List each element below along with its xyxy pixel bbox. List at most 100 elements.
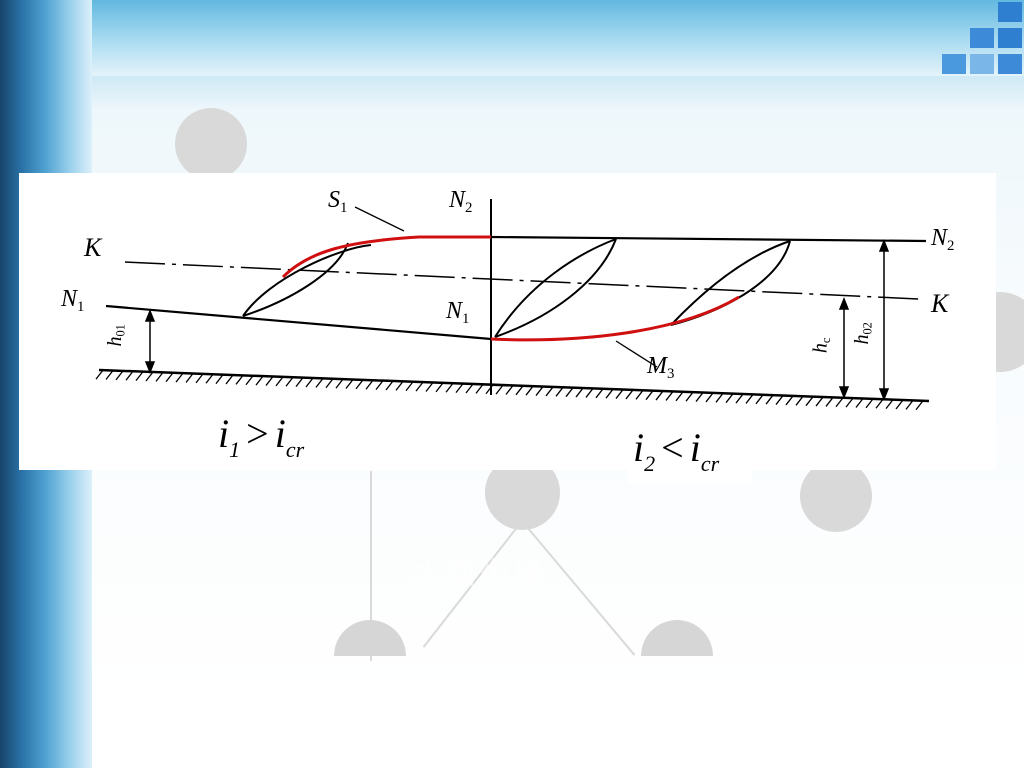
bed-hatch-mark	[915, 400, 924, 411]
bed-hatch-mark	[585, 388, 594, 398]
bed-hatch-mark	[725, 393, 734, 404]
bed-hatch-mark	[295, 377, 304, 388]
label-hc: hc	[809, 337, 834, 354]
condition-reach-2-background	[628, 470, 752, 484]
m3-leader	[615, 340, 658, 368]
bed-hatch-mark	[135, 371, 144, 382]
condition-reach-2: i2<icr	[633, 425, 720, 476]
bed-hatch-mark	[435, 382, 444, 393]
bed-hatch-mark	[365, 379, 374, 390]
label-k-right: K	[931, 289, 949, 318]
m3-curve-red	[490, 295, 740, 342]
bed-hatch-mark	[765, 394, 774, 405]
bed-hatch-mark	[565, 387, 574, 398]
label-n1-left: N1	[61, 286, 85, 316]
bed-hatch-mark	[385, 380, 394, 391]
bed-hatch-mark	[155, 371, 164, 382]
bed-hatch-mark	[305, 377, 314, 388]
slide-top-band	[92, 0, 1024, 76]
label-n1-mid: N1	[446, 298, 470, 328]
condition-reach-1: i1>icr	[218, 411, 305, 462]
bed-hatch-mark	[605, 388, 614, 399]
bed-hatch-mark	[145, 371, 154, 382]
bed-hatch-mark	[345, 379, 354, 389]
bed-hatch-mark	[665, 391, 674, 401]
bed-hatch-mark	[415, 381, 424, 392]
bed-hatch-mark	[455, 383, 464, 393]
label-h01: h01	[103, 324, 128, 347]
bed-hatch-mark	[745, 394, 754, 404]
bed-hatch-mark	[215, 374, 224, 385]
bed-hatch-mark	[835, 397, 844, 408]
bed-hatch-mark	[165, 372, 174, 383]
bed-hatch-mark	[375, 380, 384, 391]
bed-hatch-mark	[245, 375, 254, 386]
bed-hatch-mark	[775, 395, 784, 405]
bed-hatching	[95, 369, 924, 411]
jump-lens-1a	[494, 238, 617, 338]
bed-hatch-mark	[715, 392, 724, 403]
label-h02: h02	[850, 322, 875, 345]
label-m3: M3	[647, 353, 675, 383]
bed-hatch-mark	[735, 393, 744, 404]
bed-hatch-mark	[285, 376, 294, 387]
bed-hatch-mark	[685, 391, 694, 402]
label-k-left: K	[84, 233, 102, 262]
bed-hatch-mark	[105, 370, 114, 380]
bed-hatch-mark	[905, 400, 914, 410]
bed-hatch-mark	[615, 389, 624, 399]
label-n2-top: N2	[449, 187, 473, 217]
bed-hatch-mark	[705, 392, 714, 403]
critical-depth-line	[124, 261, 920, 300]
normal-depth-line-n1	[105, 304, 492, 341]
h01-dimension	[144, 308, 156, 375]
s1-leader	[354, 206, 405, 232]
bed-hatch-mark	[805, 396, 814, 407]
bed-hatch-mark	[185, 373, 194, 383]
label-s1: S1	[328, 187, 348, 217]
bed-hatch-mark	[125, 370, 134, 381]
watermark-text: 水面衔接	[412, 556, 548, 591]
bed-hatch-mark	[465, 383, 474, 394]
bed-hatch-mark	[535, 386, 544, 396]
bed-hatch-mark	[495, 384, 504, 395]
jump-lens-2b	[670, 240, 791, 326]
bed-hatch-mark	[595, 388, 604, 399]
bed-hatch-mark	[825, 397, 834, 407]
bed-hatch-mark	[655, 390, 664, 401]
bed-hatch-mark	[795, 395, 804, 406]
bed-hatch-mark	[515, 385, 524, 396]
normal-depth-line-n2	[490, 235, 927, 243]
bed-hatch-mark	[575, 387, 584, 398]
bed-hatch-mark	[95, 369, 104, 380]
bed-hatch-mark	[875, 398, 884, 409]
bed-hatch-mark	[855, 398, 864, 408]
bed-hatch-mark	[785, 395, 794, 406]
bed-hatch-mark	[645, 390, 654, 401]
bed-hatch-mark	[525, 385, 534, 396]
bed-hatch-mark	[395, 380, 404, 391]
label-n2-right: N2	[931, 225, 955, 255]
bed-hatch-mark	[115, 370, 124, 381]
bed-hatch-mark	[555, 386, 564, 397]
bed-hatch-mark	[675, 391, 684, 402]
bed-hatch-mark	[315, 377, 324, 388]
bed-hatch-mark	[405, 381, 414, 392]
bed-hatch-mark	[235, 374, 244, 385]
bed-hatch-mark	[265, 376, 274, 386]
bed-hatch-mark	[815, 396, 824, 407]
bed-hatch-mark	[175, 372, 184, 383]
bed-hatch-mark	[545, 386, 554, 397]
bed-hatch-mark	[695, 392, 704, 402]
bed-hatch-mark	[635, 389, 644, 400]
bed-hatch-mark	[425, 382, 434, 392]
bed-hatch-mark	[225, 374, 234, 385]
bed-hatch-mark	[865, 398, 874, 409]
s1-curve-red	[281, 235, 491, 279]
bed-hatch-mark	[255, 375, 264, 386]
bed-hatch-mark	[845, 397, 854, 408]
bed-hatch-mark	[505, 385, 514, 395]
channel-bed-line	[98, 368, 930, 403]
s1-curve-black	[242, 244, 372, 317]
bed-hatch-mark	[885, 399, 894, 410]
